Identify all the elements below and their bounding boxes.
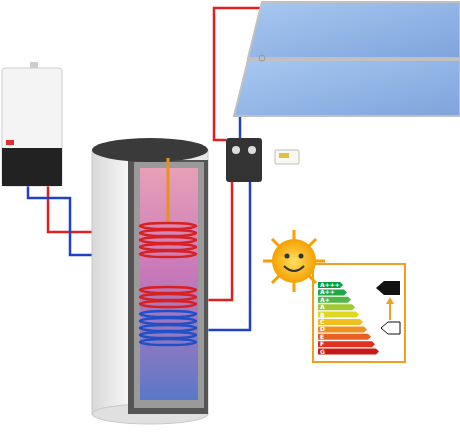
energy-class-bar bbox=[318, 341, 375, 347]
solar-collectors bbox=[234, 2, 460, 116]
energy-class-bar bbox=[318, 297, 351, 303]
solar-controller bbox=[275, 150, 299, 164]
cold-pipe bbox=[205, 180, 250, 330]
energy-class-bar bbox=[318, 334, 371, 340]
energy-class-letter: C bbox=[320, 319, 324, 325]
energy-class-letter: A++ bbox=[320, 289, 335, 295]
energy-class-bar bbox=[318, 304, 355, 310]
hot-pipe bbox=[205, 180, 232, 300]
energy-class-letter: G bbox=[320, 349, 325, 355]
energy-class-bar bbox=[318, 349, 379, 355]
energy-class-bar bbox=[318, 282, 343, 288]
energy-class-letter: B bbox=[320, 312, 325, 318]
energy-label bbox=[263, 230, 405, 362]
energy-class-letter: A+++ bbox=[320, 282, 340, 288]
energy-class-letter: E bbox=[320, 334, 324, 340]
energy-class-letter: D bbox=[320, 326, 325, 332]
energy-class-letter: A+ bbox=[320, 297, 330, 303]
pump-station bbox=[226, 138, 262, 182]
energy-class-bar bbox=[318, 312, 359, 318]
energy-class-bar bbox=[318, 319, 363, 325]
energy-class-bars bbox=[318, 282, 379, 355]
gas-boiler bbox=[2, 62, 62, 186]
energy-class-bar bbox=[318, 289, 347, 295]
energy-class-letter: A bbox=[320, 304, 325, 310]
energy-class-bar bbox=[318, 326, 367, 332]
energy-class-letter: F bbox=[320, 341, 324, 347]
storage-tank bbox=[92, 138, 208, 424]
